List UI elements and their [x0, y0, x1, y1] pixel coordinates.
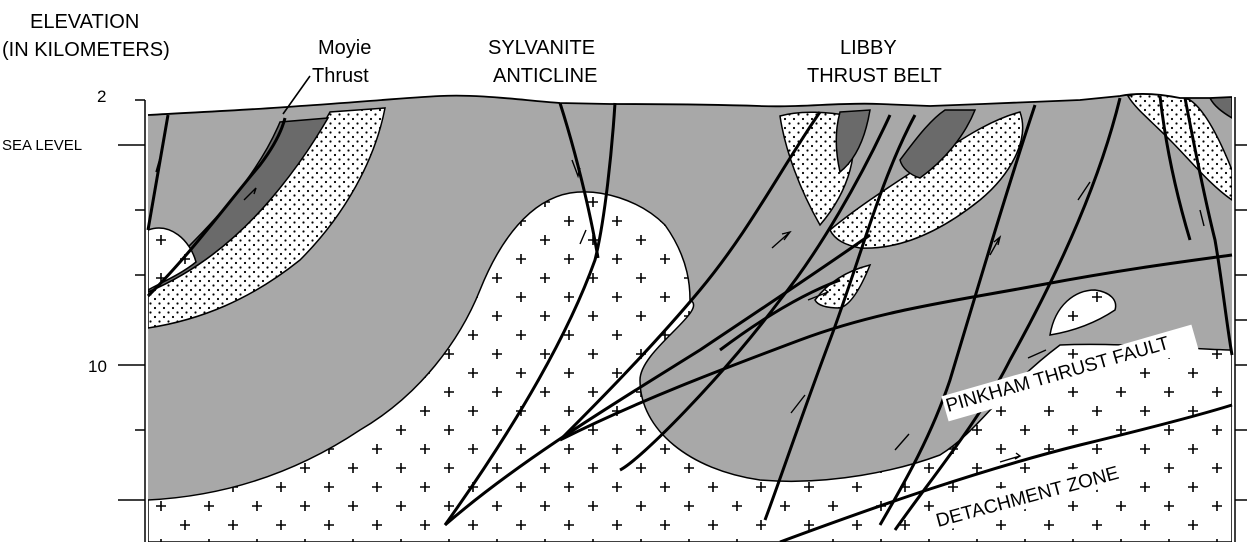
tick-label-10: 10 [88, 357, 107, 376]
label-moyie-line2: Thrust [312, 65, 369, 87]
label-moyie-line1: Moyie [318, 37, 371, 59]
tick-label-sea-level: SEA LEVEL [2, 137, 82, 154]
label-sylvanite-line1: SYLVANITE [488, 37, 595, 59]
label-libby-line1: LIBBY [840, 37, 897, 59]
axis-title-line2: (IN KILOMETERS) [2, 39, 170, 61]
label-libby-line2: THRUST BELT [807, 65, 942, 87]
axis-title-line1: ELEVATION [30, 11, 139, 33]
label-sylvanite-line2: ANTICLINE [493, 65, 597, 87]
tick-label-2: 2 [97, 87, 106, 106]
